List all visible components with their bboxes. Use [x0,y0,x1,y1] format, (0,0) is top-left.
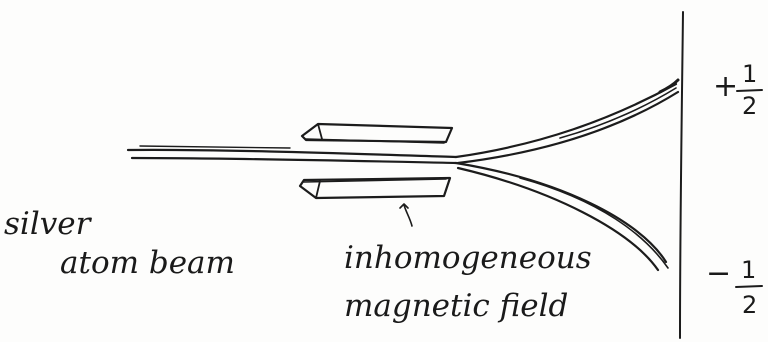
spin-up-sign: + [713,69,738,104]
spin-down-sign: − [706,256,731,291]
spin-down-label: − 1 2 [706,256,762,319]
upper-magnet-pole [302,124,452,143]
upper-deflected-beam [456,80,678,163]
detector-screen [680,12,683,338]
spin-up-label: + 1 2 [713,60,762,120]
source-label-line1: silver [4,206,93,242]
spin-down-denominator: 2 [742,291,757,319]
spin-down-fraction-bar [736,286,762,287]
spin-down-numerator: 1 [741,256,756,284]
incoming-beam [128,146,456,163]
field-pointer [400,204,412,226]
lower-magnet-pole [300,178,450,198]
spin-up-fraction-bar [737,90,762,91]
field-label-line1: inhomogeneous [344,240,592,276]
spin-up-denominator: 2 [742,92,757,120]
source-label-line2: atom beam [60,245,235,281]
field-label-line2: magnetic field [344,288,568,324]
spin-up-numerator: 1 [742,60,757,88]
